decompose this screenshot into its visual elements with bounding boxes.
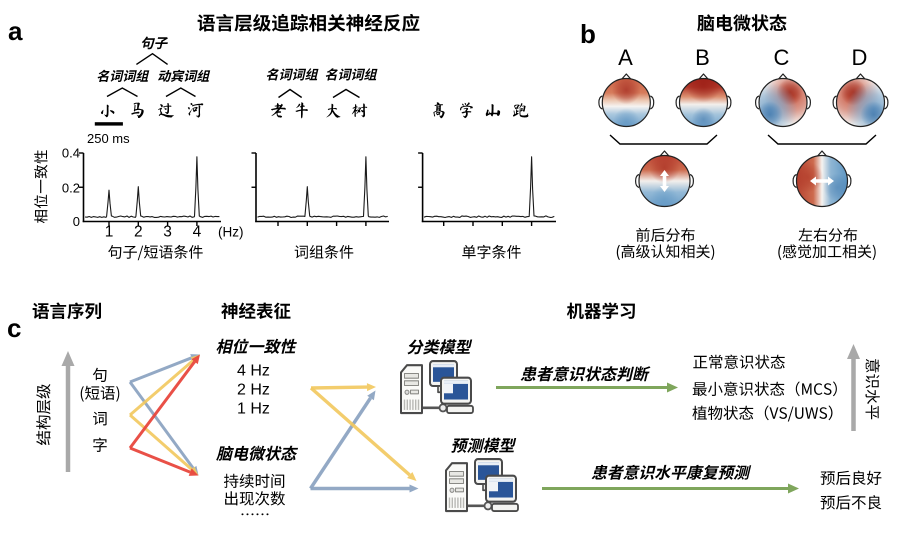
svg-text:(Hz): (Hz) bbox=[218, 225, 244, 240]
svg-text:3: 3 bbox=[163, 224, 172, 241]
svg-text:A: A bbox=[618, 45, 633, 70]
svg-text:0.2: 0.2 bbox=[62, 180, 80, 195]
svg-text:0: 0 bbox=[73, 214, 80, 229]
svg-text:1 Hz: 1 Hz bbox=[237, 401, 270, 418]
svg-text:a: a bbox=[8, 16, 23, 46]
svg-text:4 Hz: 4 Hz bbox=[237, 363, 270, 380]
svg-text:4: 4 bbox=[193, 224, 202, 241]
svg-text:D: D bbox=[852, 45, 868, 70]
svg-text:2: 2 bbox=[134, 224, 143, 241]
svg-text:2 Hz: 2 Hz bbox=[237, 382, 270, 399]
svg-text:c: c bbox=[7, 313, 21, 343]
svg-text:C: C bbox=[774, 45, 790, 70]
svg-text:250 ms: 250 ms bbox=[87, 131, 130, 146]
svg-text:0.4: 0.4 bbox=[62, 146, 80, 161]
svg-text:1: 1 bbox=[105, 224, 114, 241]
svg-text:b: b bbox=[580, 19, 596, 49]
svg-text:B: B bbox=[695, 45, 710, 70]
